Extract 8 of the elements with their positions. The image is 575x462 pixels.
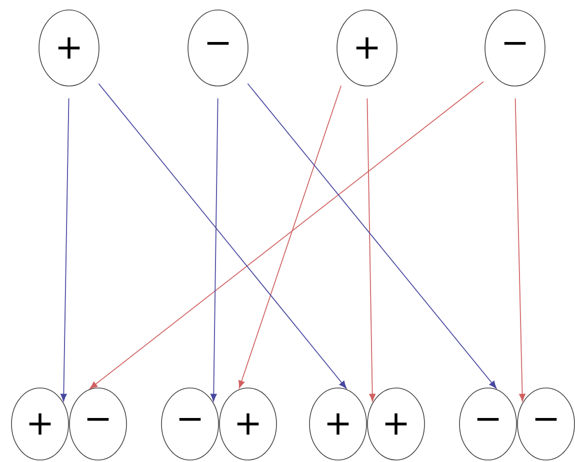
- arrow: [60, 98, 70, 402]
- arrow: [247, 83, 497, 389]
- arrow: [98, 83, 347, 389]
- arrow: [366, 98, 376, 402]
- arrow: [90, 81, 484, 389]
- arrow: [210, 98, 218, 402]
- arrow: [514, 98, 526, 402]
- arrow: [238, 85, 342, 388]
